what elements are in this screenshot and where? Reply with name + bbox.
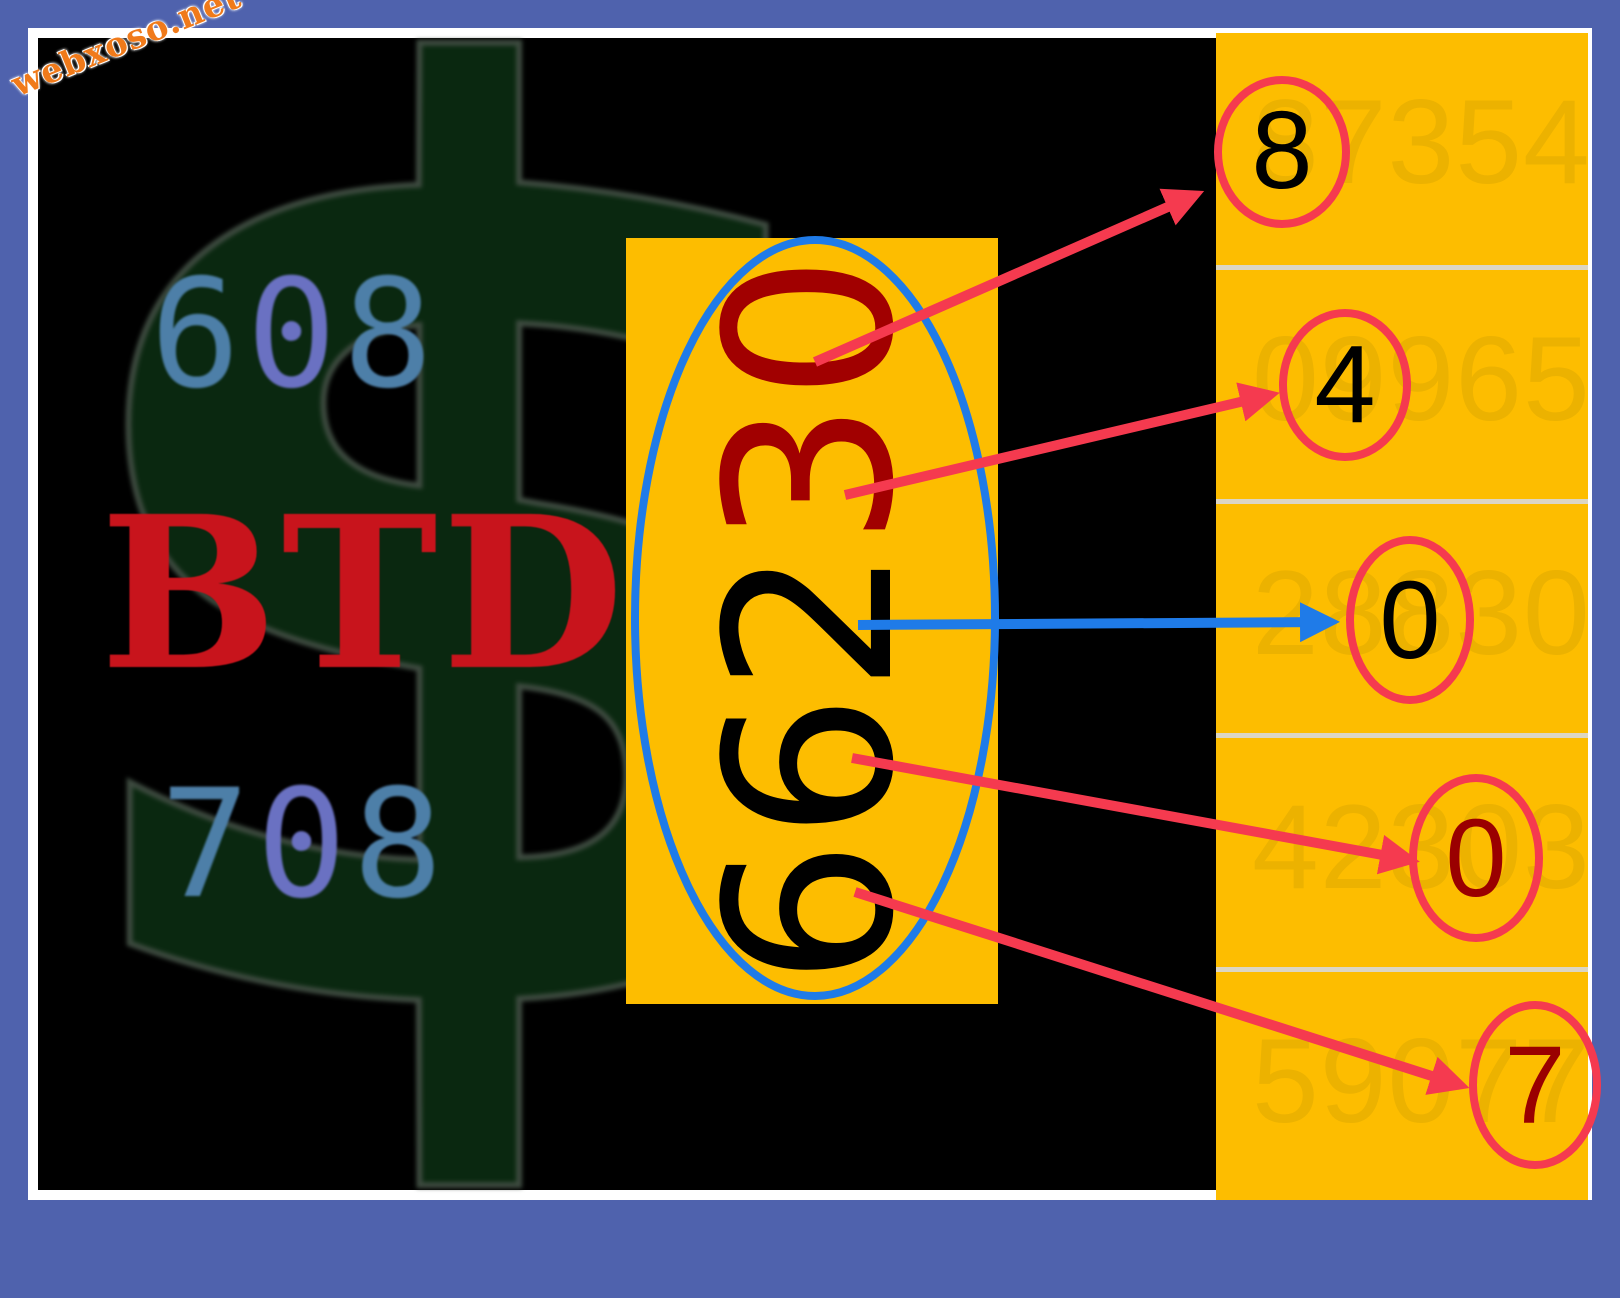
bottom-number-suffix: 8: [352, 758, 449, 932]
arrow-red-1: [812, 188, 1205, 367]
result-faded-number: 87354: [1252, 75, 1588, 209]
result-faded-number: 09965: [1252, 312, 1588, 446]
annotation-overlay: 8 4 0 0 7: [631, 76, 1601, 1169]
top-number-prefix: 6: [150, 248, 247, 422]
top-number-suffix: 8: [342, 248, 439, 422]
top-number-mid: 0: [246, 248, 343, 422]
arrow-red-3: [851, 753, 1420, 875]
digit-circle: [1279, 309, 1411, 461]
arrow-red-2: [843, 382, 1280, 500]
result-digit: 0: [1445, 797, 1506, 920]
arrow-red-4: [853, 887, 1470, 1095]
result-row: 87354: [1216, 33, 1588, 265]
result-digit: 8: [1251, 89, 1312, 212]
result-digit: 0: [1379, 559, 1440, 682]
bottom-number-prefix: 7: [160, 758, 257, 932]
result-digit: 4: [1314, 323, 1375, 446]
bottom-number: 708: [160, 758, 449, 932]
arrow-blue: [857, 602, 1340, 643]
highlight-ellipse: [631, 236, 999, 1000]
result-digit: 7: [1504, 1024, 1565, 1147]
top-number: 608: [150, 248, 439, 422]
result-row: 09965: [1216, 265, 1588, 497]
digit-circle: [1346, 536, 1474, 704]
bottom-number-mid: 0: [256, 758, 353, 932]
btd-title: BTD: [100, 470, 628, 717]
digit-circle: [1469, 1001, 1601, 1169]
digit-circle: [1409, 774, 1543, 942]
digit-circle: [1214, 76, 1350, 228]
